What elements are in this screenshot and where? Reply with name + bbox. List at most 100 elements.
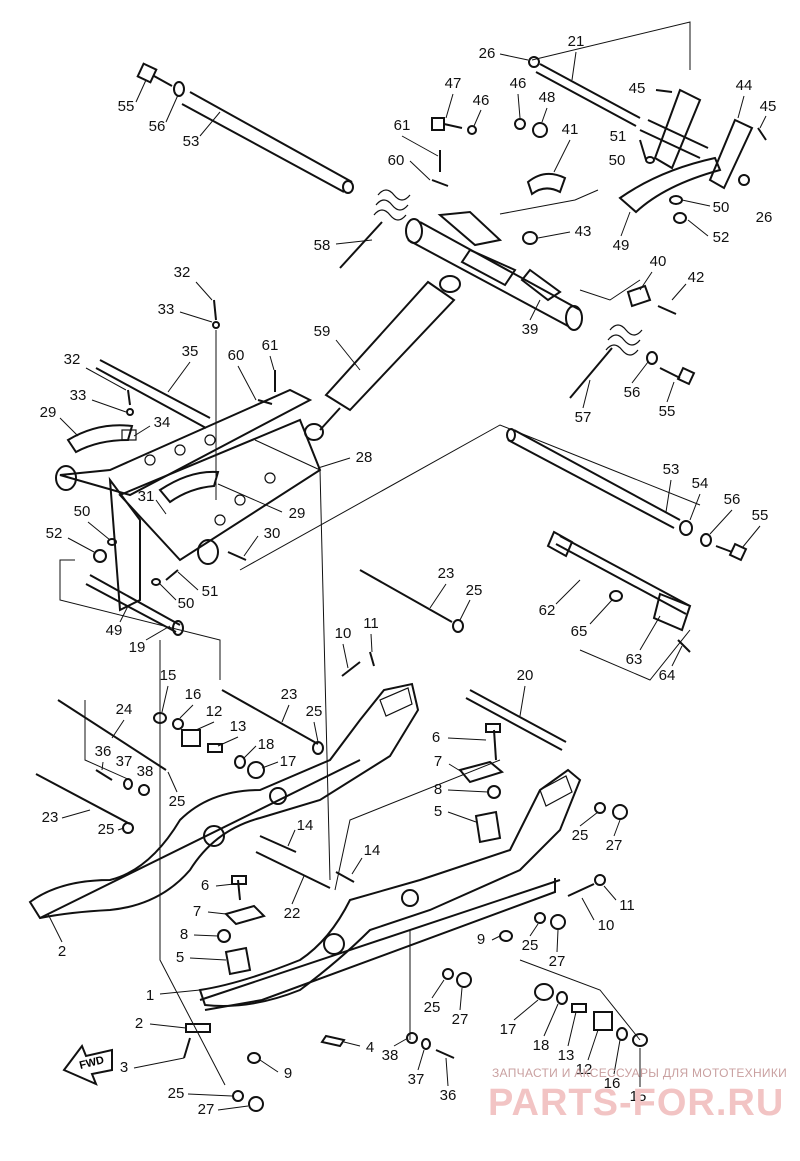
callout-23: 23 bbox=[438, 565, 455, 582]
callout-36: 36 bbox=[440, 1087, 457, 1104]
callout-52: 52 bbox=[46, 525, 63, 542]
callout-38: 38 bbox=[137, 763, 154, 780]
block-12-upper bbox=[181, 729, 201, 747]
bracket-40 bbox=[626, 284, 652, 308]
arm-bracket-62-63 bbox=[546, 530, 692, 632]
callout-12: 12 bbox=[576, 1061, 593, 1078]
callout-37: 37 bbox=[408, 1071, 425, 1088]
bolt-6a bbox=[485, 723, 501, 761]
bolt-32-lower bbox=[127, 389, 131, 406]
wheel-17-lower bbox=[534, 983, 554, 1001]
callout-48: 48 bbox=[539, 89, 556, 106]
bolt-36-upper bbox=[95, 769, 113, 781]
callout-21: 21 bbox=[568, 33, 585, 50]
callout-27: 27 bbox=[198, 1101, 215, 1118]
rivet-3 bbox=[183, 1037, 191, 1059]
callout-15: 15 bbox=[160, 667, 177, 684]
callout-25: 25 bbox=[522, 937, 539, 954]
washer-56-mid bbox=[646, 351, 658, 365]
callout-19: 19 bbox=[129, 639, 146, 656]
callout-10: 10 bbox=[598, 917, 615, 934]
shaft-21 bbox=[535, 63, 641, 127]
washer-46b bbox=[514, 118, 526, 130]
rear-pivot-shaft-53-upper bbox=[181, 91, 354, 194]
callout-45: 45 bbox=[629, 80, 646, 97]
wheel-17-upper bbox=[247, 761, 265, 779]
pin-60-upper bbox=[431, 179, 449, 187]
callout-13: 13 bbox=[558, 1047, 575, 1064]
washer-26-top bbox=[528, 56, 540, 68]
spring-58 bbox=[339, 189, 411, 269]
washer-56-lower bbox=[700, 533, 712, 547]
nut-48 bbox=[532, 122, 548, 138]
bolt-32-upper bbox=[213, 299, 217, 321]
bolt-45a bbox=[655, 89, 673, 93]
callout-23: 23 bbox=[281, 686, 298, 703]
callout-4: 4 bbox=[366, 1039, 374, 1056]
callout-61: 61 bbox=[394, 117, 411, 134]
callout-8: 8 bbox=[434, 781, 442, 798]
callout-50: 50 bbox=[609, 152, 626, 169]
callout-27: 27 bbox=[452, 1011, 469, 1028]
callout-31: 31 bbox=[138, 488, 155, 505]
watermark-tagline: ЗАПЧАСТИ И АКСЕССУАРЫ ДЛЯ МОТОТЕХНИКИ bbox=[492, 1066, 788, 1080]
callout-14: 14 bbox=[364, 842, 381, 859]
callout-53: 53 bbox=[183, 133, 200, 150]
nut-27-bottom bbox=[248, 1096, 264, 1112]
callout-36: 36 bbox=[95, 743, 112, 760]
washer-46a bbox=[467, 125, 477, 135]
bolt-64 bbox=[677, 639, 691, 653]
arm-44-49-upper bbox=[618, 88, 754, 214]
callout-62: 62 bbox=[539, 602, 556, 619]
callout-1: 1 bbox=[146, 987, 154, 1004]
callout-49: 49 bbox=[613, 237, 630, 254]
callout-23: 23 bbox=[42, 809, 59, 826]
callout-64: 64 bbox=[659, 667, 676, 684]
nut-15-lower bbox=[632, 1033, 648, 1047]
washer-25-upper bbox=[452, 619, 464, 633]
callout-46: 46 bbox=[473, 92, 490, 109]
callout-18: 18 bbox=[258, 736, 275, 753]
shaft-23-lower bbox=[35, 773, 131, 825]
callout-63: 63 bbox=[626, 651, 643, 668]
block-5a bbox=[474, 810, 502, 844]
callout-32: 32 bbox=[64, 351, 81, 368]
bolt-42 bbox=[657, 305, 677, 315]
washer-37-upper bbox=[123, 778, 133, 790]
block-12-lower bbox=[593, 1011, 613, 1031]
callout-3: 3 bbox=[120, 1059, 128, 1076]
callout-18: 18 bbox=[533, 1037, 550, 1054]
pin-60-lower bbox=[257, 399, 273, 405]
bolt-10b bbox=[567, 883, 595, 897]
callout-42: 42 bbox=[688, 269, 705, 286]
callout-25: 25 bbox=[424, 999, 441, 1016]
washer-56-upper bbox=[173, 81, 185, 97]
shaft-23-mid bbox=[221, 689, 319, 745]
clip-7a bbox=[458, 760, 505, 784]
washer-25-r3 bbox=[442, 968, 454, 980]
callout-5: 5 bbox=[176, 949, 184, 966]
callout-13: 13 bbox=[230, 718, 247, 735]
callout-59: 59 bbox=[314, 323, 331, 340]
callout-29: 29 bbox=[289, 505, 306, 522]
bushing-38-lower bbox=[406, 1032, 418, 1044]
callout-55: 55 bbox=[752, 507, 769, 524]
callout-49: 49 bbox=[106, 622, 123, 639]
nut-27-r2 bbox=[550, 914, 566, 930]
callout-46: 46 bbox=[510, 75, 527, 92]
callout-25: 25 bbox=[168, 1085, 185, 1102]
spacer-8a bbox=[487, 785, 501, 799]
bolt-11a bbox=[369, 651, 375, 667]
callout-45: 45 bbox=[760, 98, 777, 115]
callout-11: 11 bbox=[619, 897, 635, 914]
callout-32: 32 bbox=[174, 264, 191, 281]
nut-11b bbox=[594, 874, 606, 886]
callout-55: 55 bbox=[659, 403, 676, 420]
front-arm-assembly bbox=[55, 359, 322, 636]
callout-20: 20 bbox=[517, 667, 534, 684]
washer-16-upper bbox=[172, 718, 184, 730]
bracket-29-left bbox=[66, 424, 134, 454]
callout-9: 9 bbox=[284, 1065, 292, 1082]
bolt-6b bbox=[231, 875, 247, 901]
